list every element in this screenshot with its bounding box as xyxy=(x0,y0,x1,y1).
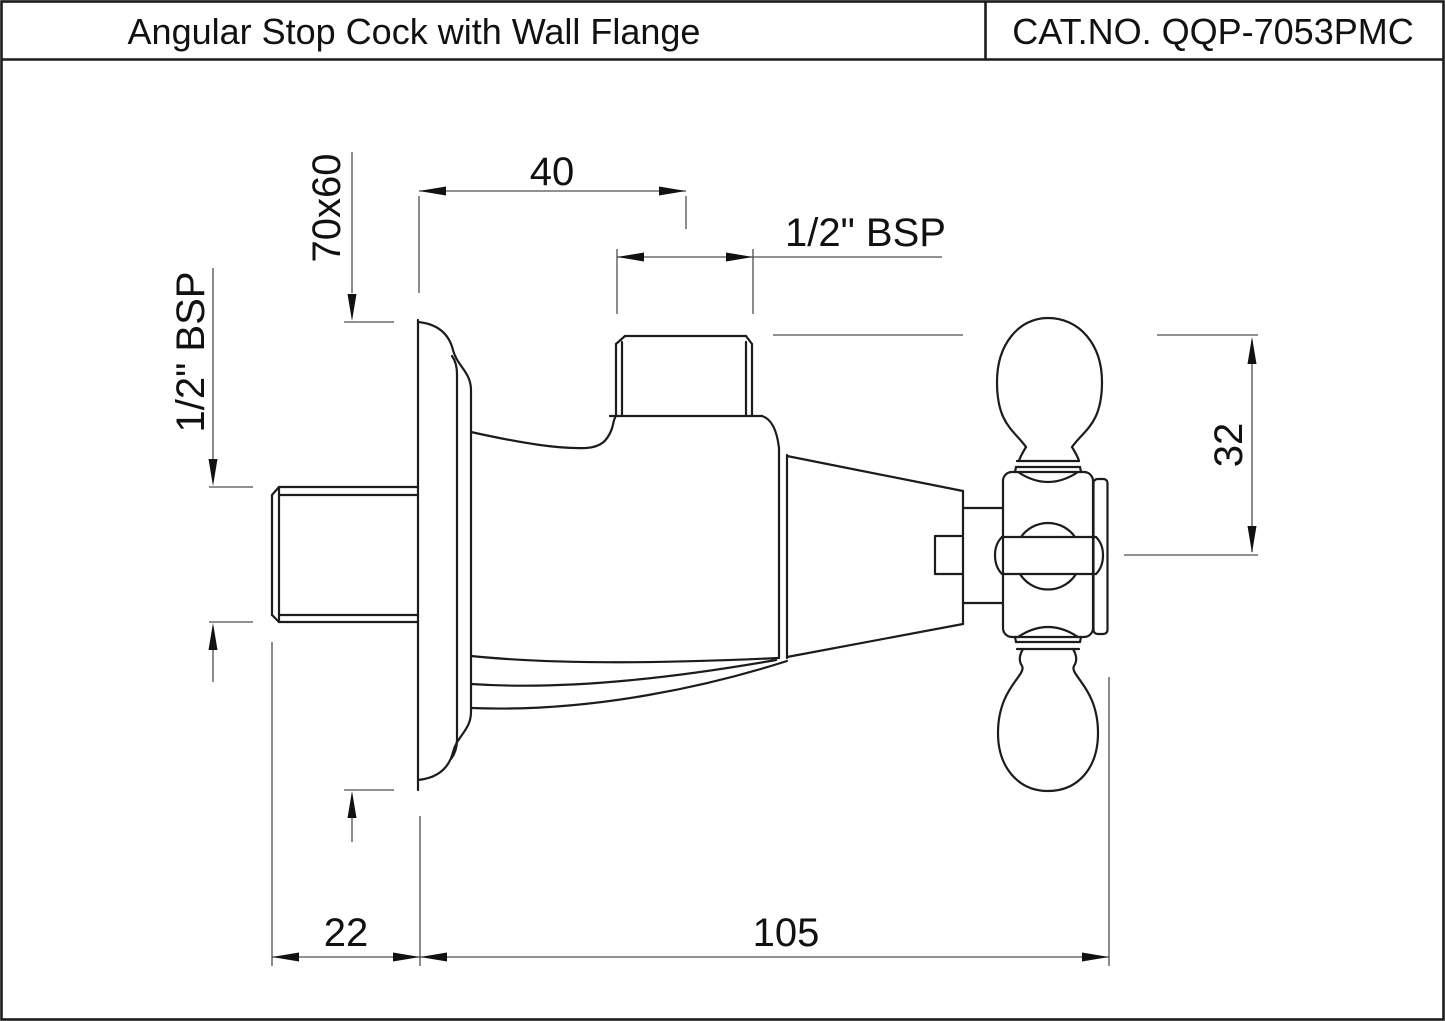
dim-flange-size: 70x60 xyxy=(305,152,394,842)
dim-label-105: 105 xyxy=(753,911,820,955)
front-ball-upper-arc xyxy=(1019,521,1077,539)
bonnet-cone xyxy=(785,454,1004,659)
valve-body xyxy=(469,414,789,710)
dim-label-40: 40 xyxy=(530,150,575,194)
dim-handle-height: 32 xyxy=(773,334,1258,556)
dim-outlet-offset: 40 xyxy=(418,150,687,293)
dim-label-70x60: 70x60 xyxy=(305,154,349,263)
dim-label-inlet-bsp: 1/2" BSP xyxy=(169,272,213,433)
stopcock-outline xyxy=(270,316,1109,793)
dim-label-outlet-bsp: 1/2" BSP xyxy=(785,211,946,255)
inlet-thread-nipple xyxy=(270,485,420,624)
handle-lower-ball xyxy=(996,635,1100,793)
handle-upper-ball xyxy=(995,316,1104,474)
handle-hub xyxy=(1001,470,1109,639)
wall-flange xyxy=(416,318,473,792)
front-ball-lower-arc xyxy=(1018,572,1078,591)
hub-end-cap xyxy=(1092,477,1109,636)
drawing-title: Angular Stop Cock with Wall Flange xyxy=(128,11,701,52)
dim-outlet-thread: 1/2" BSP xyxy=(616,211,946,314)
outlet-thread-nut xyxy=(608,334,764,418)
dim-lengths-bottom: 22 105 xyxy=(271,642,1110,966)
spindle-boss xyxy=(933,534,965,576)
catalog-number: CAT.NO. QQP-7053PMC xyxy=(1012,11,1413,52)
spindle-band xyxy=(993,521,1105,591)
dim-label-32: 32 xyxy=(1207,423,1251,468)
dim-label-22: 22 xyxy=(324,911,369,955)
dim-inlet-thread: 1/2" BSP xyxy=(169,268,253,682)
